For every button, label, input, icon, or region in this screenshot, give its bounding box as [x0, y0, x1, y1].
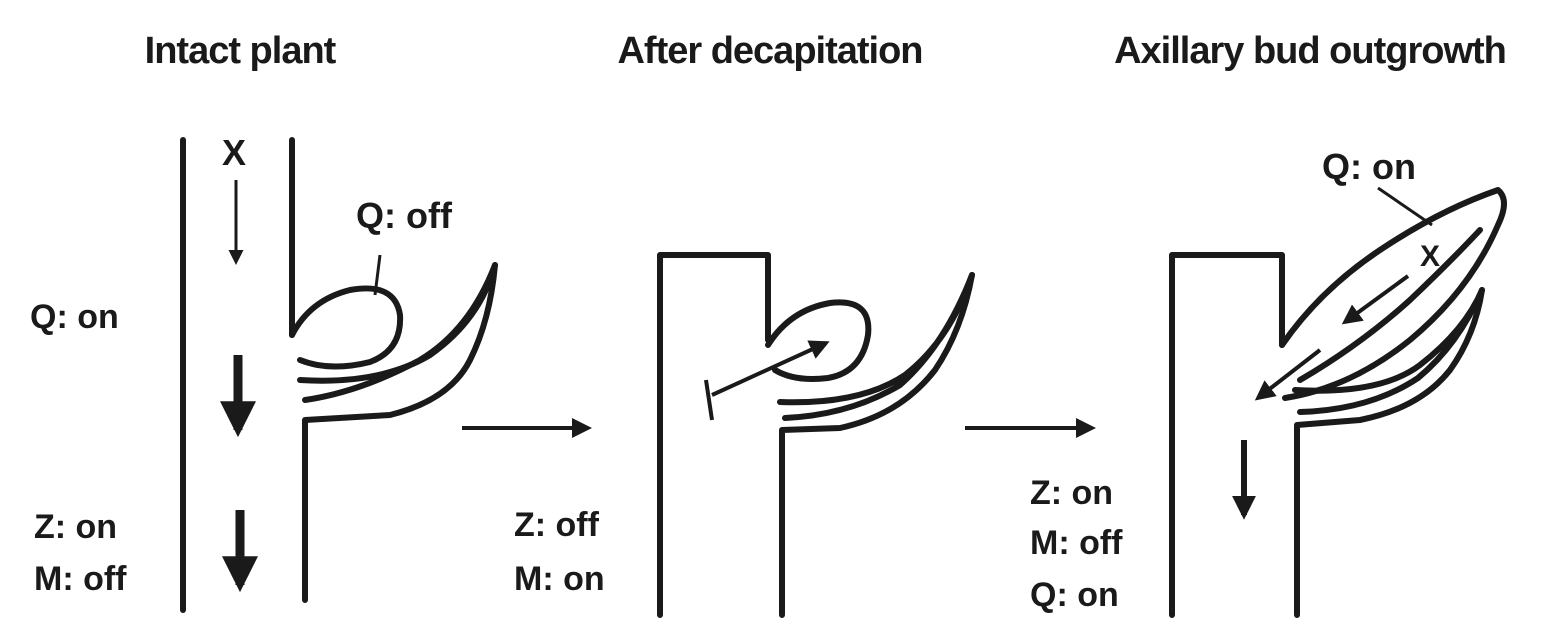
intact-bottom-label-2: M: off [34, 560, 127, 599]
decapitated-plant-drawing [660, 255, 972, 615]
outgrowth-bud-callout: Q: on [1322, 146, 1416, 188]
decap-signal-tail [706, 380, 712, 420]
outgrowth-plant-drawing [1172, 190, 1504, 615]
outgrowth-bottom-label-1: Z: on [1030, 474, 1113, 513]
outgrowth-bottom-label-2: M: off [1030, 524, 1123, 563]
outgrowth-bud-signal: X [1420, 240, 1440, 274]
intact-bottom-label-1: Z: on [34, 508, 117, 547]
intact-side-label: Q: on [30, 298, 119, 337]
outgrowth-callout-line [1378, 188, 1432, 225]
intact-auxin-arrows [236, 180, 240, 585]
intact-stem-signal: X [222, 132, 246, 174]
outgrowth-arrow-1 [1345, 276, 1408, 322]
decap-bottom-label-2: M: on [514, 560, 605, 599]
decap-bottom-label-1: Z: off [514, 506, 599, 545]
intact-bud-callout: Q: off [356, 195, 452, 237]
decap-signal-arrow [712, 343, 826, 395]
outgrowth-bottom-label-3: Q: on [1030, 576, 1119, 615]
